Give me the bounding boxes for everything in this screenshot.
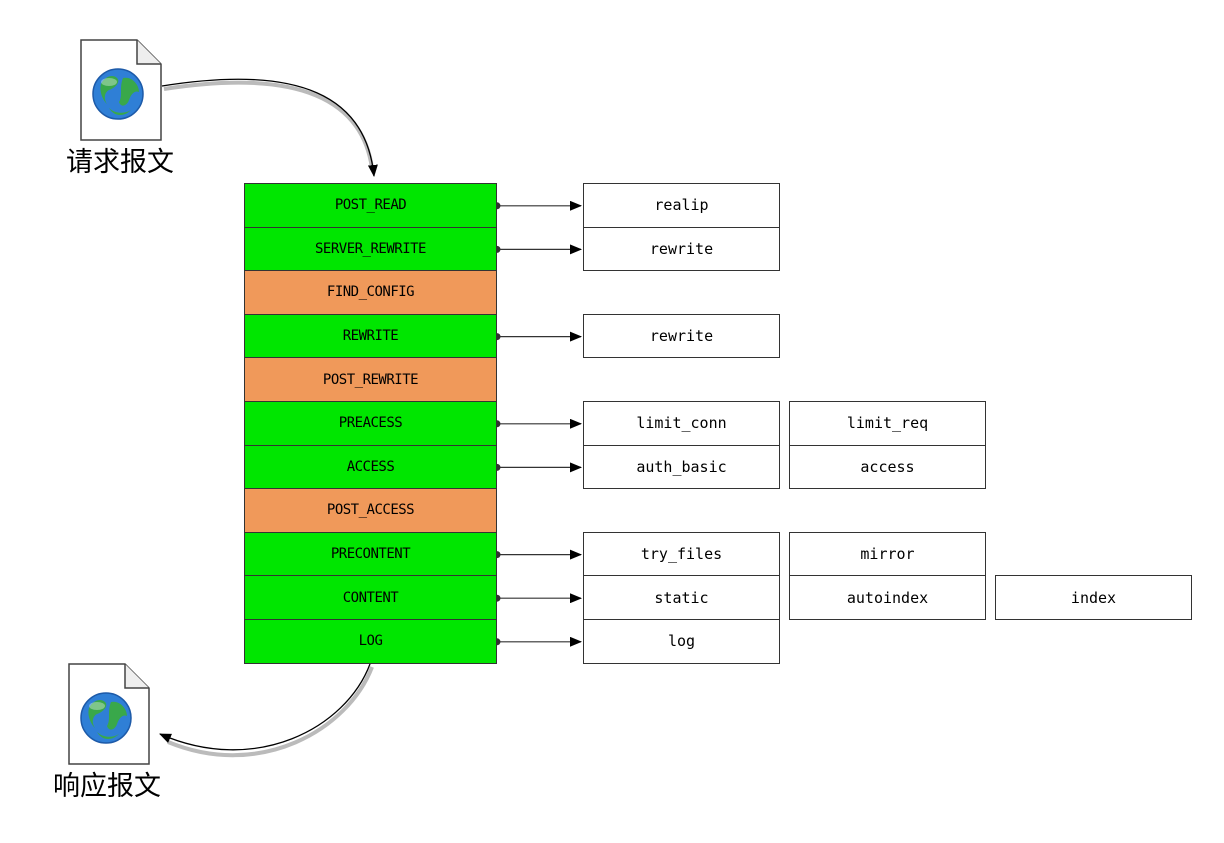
module-limit-req: limit_req <box>789 401 986 446</box>
module-static: static <box>583 575 780 620</box>
response-flow-arrow-shadow <box>167 666 374 758</box>
response-document-icon <box>68 663 150 765</box>
request-message-label: 请求报文 <box>66 147 174 178</box>
response-message-label: 响应报文 <box>53 771 161 802</box>
phase-precontent: PRECONTENT <box>244 531 497 577</box>
request-flow-arrow <box>161 78 378 177</box>
phase-content: CONTENT <box>244 575 497 620</box>
module-log: log <box>583 619 780 664</box>
request-flow-arrow-shadow <box>163 80 374 169</box>
module-access: access <box>789 444 986 490</box>
module-index: index <box>995 575 1192 620</box>
module-autoindex: autoindex <box>789 575 986 620</box>
module-mirror: mirror <box>789 531 986 577</box>
module-limit-conn: limit_conn <box>583 401 780 446</box>
phase-preacess: PREACESS <box>244 401 497 446</box>
phase-post-access: POST_ACCESS <box>244 488 497 533</box>
module-try-files: try_files <box>583 531 780 577</box>
phase-log: LOG <box>244 619 497 664</box>
phase-rewrite: REWRITE <box>244 313 497 359</box>
phase-server-rewrite: SERVER_REWRITE <box>244 226 497 272</box>
phase-post-rewrite: POST_REWRITE <box>244 357 497 402</box>
module-rewrite: rewrite <box>583 226 780 272</box>
globe-icon <box>92 68 144 120</box>
response-flow-arrow <box>159 663 371 751</box>
phase-find-config: FIND_CONFIG <box>244 270 497 315</box>
request-document-icon <box>80 39 162 141</box>
phase-access: ACCESS <box>244 444 497 490</box>
module-auth-basic: auth_basic <box>583 444 780 490</box>
globe-icon <box>80 692 132 744</box>
phase-post-read: POST_READ <box>244 183 497 228</box>
module-rewrite: rewrite <box>583 313 780 359</box>
module-realip: realip <box>583 183 780 228</box>
